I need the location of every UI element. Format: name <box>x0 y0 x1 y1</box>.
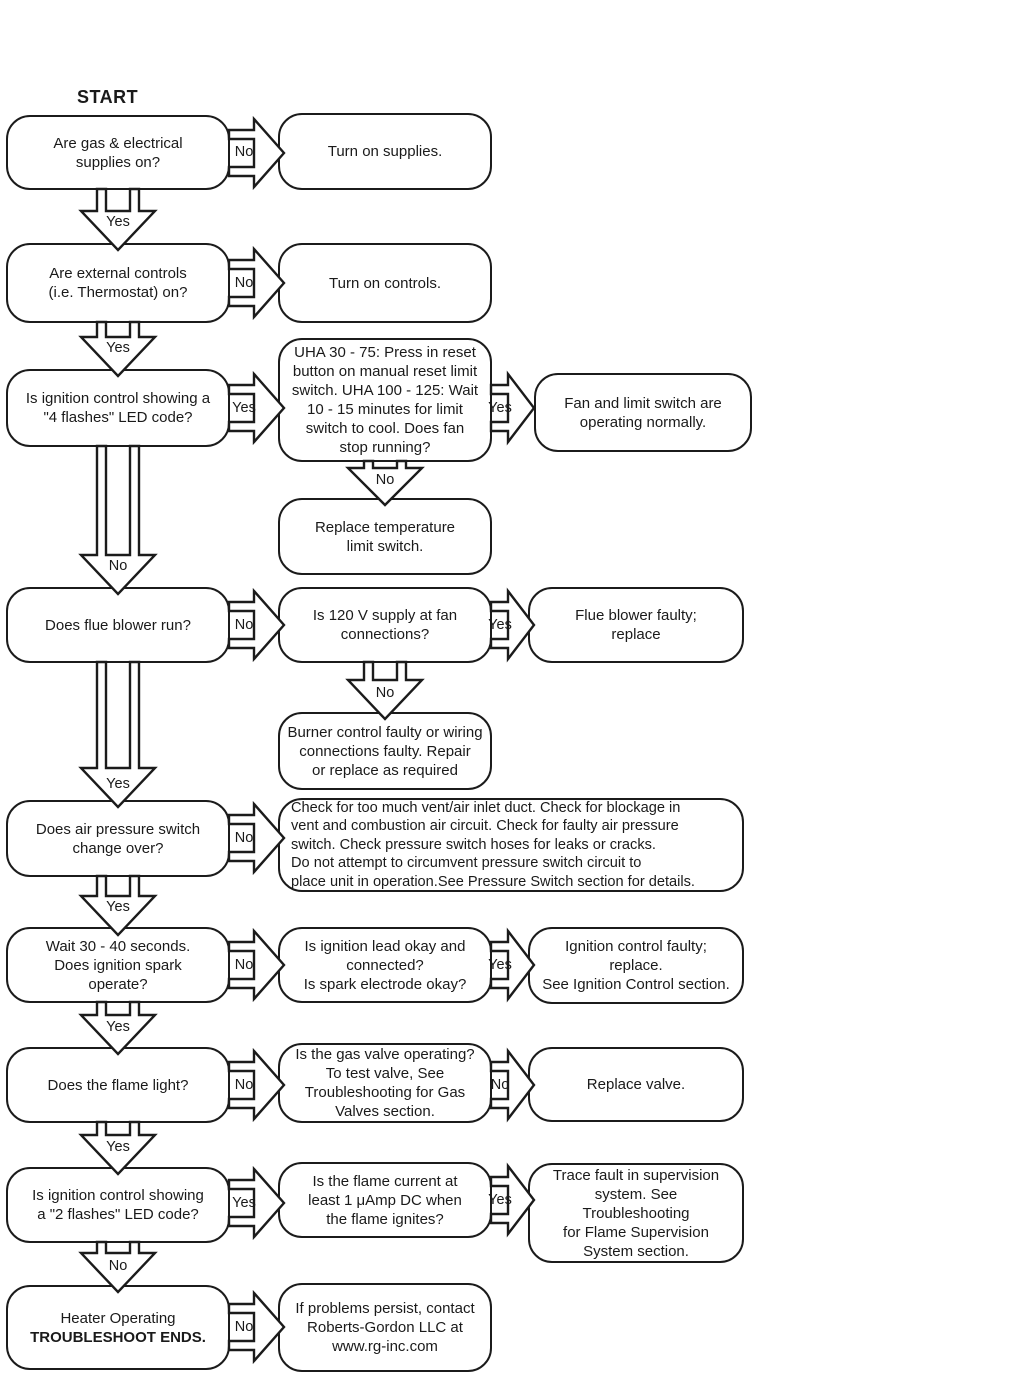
arrow-label-yes: Yes <box>232 1195 256 1211</box>
arrow-right-no-gas-valve <box>489 1047 536 1123</box>
node-flue-blower-faulty: Flue blower faulty; replace <box>528 587 744 663</box>
node-2-flashes-led: Is ignition control showing a "2 flashes… <box>6 1167 230 1243</box>
arrow-label-yes: Yes <box>488 1192 512 1208</box>
arrow-right-yes-ignition-lead <box>489 927 536 1003</box>
arrow-label-yes: Yes <box>106 776 130 792</box>
arrow-label-no: No <box>234 957 254 973</box>
node-fan-limit-switch-normal: Fan and limit switch are operating norma… <box>534 373 752 452</box>
node-uha-reset-limit-switch: UHA 30 - 75: Press in reset button on ma… <box>278 338 492 462</box>
node-trace-fault-supervision: Trace fault in supervision system. See T… <box>528 1163 744 1263</box>
arrow-down-yes-supplies <box>78 187 158 252</box>
node-turn-on-controls: Turn on controls. <box>278 243 492 323</box>
arrow-down-yes-spark <box>78 1000 158 1056</box>
start-label: START <box>77 87 139 107</box>
arrow-label-no: No <box>490 1077 510 1093</box>
node-flame-light: Does the flame light? <box>6 1047 230 1123</box>
arrow-label-yes: Yes <box>488 617 512 633</box>
arrow-right-yes-2flashes <box>227 1165 286 1241</box>
node-ignition-spark: Wait 30 - 40 seconds. Does ignition spar… <box>6 927 230 1003</box>
arrow-label-no: No <box>234 1319 254 1335</box>
arrow-right-no-controls <box>227 245 286 321</box>
arrow-label-no: No <box>234 1077 254 1093</box>
arrow-right-no-spark <box>227 927 286 1003</box>
node-120v-supply: Is 120 V supply at fan connections? <box>278 587 492 663</box>
arrow-label-no: No <box>375 685 395 701</box>
arrow-right-yes-120v <box>489 587 536 663</box>
troubleshoot-ends-text: TROUBLESHOOT ENDS. <box>30 1328 206 1346</box>
node-gas-electrical-supplies: Are gas & electrical supplies on? <box>6 115 230 190</box>
arrow-down-yes-controls <box>78 320 158 378</box>
arrow-right-yes-fan-stops <box>489 370 536 446</box>
arrow-label-yes: Yes <box>106 214 130 230</box>
arrow-down-yes-air-pressure <box>78 874 158 937</box>
node-burner-control-faulty: Burner control faulty or wiring connecti… <box>278 712 492 790</box>
node-4-flashes-led: Is ignition control showing a "4 flashes… <box>6 369 230 447</box>
arrow-label-no: No <box>234 830 254 846</box>
arrow-label-no: No <box>108 558 128 574</box>
arrow-label-yes: Yes <box>106 1139 130 1155</box>
node-turn-on-supplies: Turn on supplies. <box>278 113 492 190</box>
arrow-down-yes-flue-blower <box>78 660 158 809</box>
arrow-label-yes: Yes <box>488 957 512 973</box>
node-gas-valve-operating: Is the gas valve operating? To test valv… <box>278 1043 492 1123</box>
arrow-right-no-troubleshoot-ends <box>227 1289 286 1365</box>
arrow-label-no: No <box>234 144 254 160</box>
arrow-right-yes-4flashes <box>227 370 286 446</box>
node-contact-roberts-gordon: If problems persist, contact Roberts-Gor… <box>278 1283 492 1372</box>
node-air-pressure-switch: Does air pressure switch change over? <box>6 800 230 877</box>
arrow-label-yes: Yes <box>106 1019 130 1035</box>
node-ignition-control-faulty: Ignition control faulty; replace. See Ig… <box>528 927 744 1004</box>
arrow-label-yes: Yes <box>106 340 130 356</box>
arrow-label-no: No <box>108 1258 128 1274</box>
arrow-down-no-2flashes <box>78 1240 158 1294</box>
node-check-vent-pressure-switch: Check for too much vent/air inlet duct. … <box>278 798 744 892</box>
arrow-label-no: No <box>375 472 395 488</box>
arrow-label-no: No <box>234 617 254 633</box>
arrow-label-yes: Yes <box>106 899 130 915</box>
arrow-right-no-air-pressure <box>227 800 286 876</box>
node-replace-temperature-limit-switch: Replace temperature limit switch. <box>278 498 492 575</box>
arrow-label-yes: Yes <box>232 400 256 416</box>
arrow-right-yes-flame-current <box>489 1162 536 1238</box>
heater-operating-text: Heater Operating <box>60 1309 176 1327</box>
arrow-down-no-fan-stop <box>345 459 425 507</box>
arrow-right-no-flame-light <box>227 1047 286 1123</box>
arrow-label-no: No <box>234 275 254 291</box>
arrow-down-no-4flashes <box>78 444 158 596</box>
arrow-label-yes: Yes <box>488 400 512 416</box>
node-flame-current: Is the flame current at least 1 μAmp DC … <box>278 1162 492 1238</box>
arrow-right-no-flue-blower <box>227 587 286 663</box>
arrow-down-yes-flame-light <box>78 1120 158 1176</box>
node-flue-blower-run: Does flue blower run? <box>6 587 230 663</box>
arrow-right-no-supplies <box>227 115 286 191</box>
node-external-controls: Are external controls (i.e. Thermostat) … <box>6 243 230 323</box>
node-replace-valve: Replace valve. <box>528 1047 744 1122</box>
arrow-down-no-120v <box>345 660 425 721</box>
node-ignition-lead: Is ignition lead okay and connected? Is … <box>278 927 492 1003</box>
